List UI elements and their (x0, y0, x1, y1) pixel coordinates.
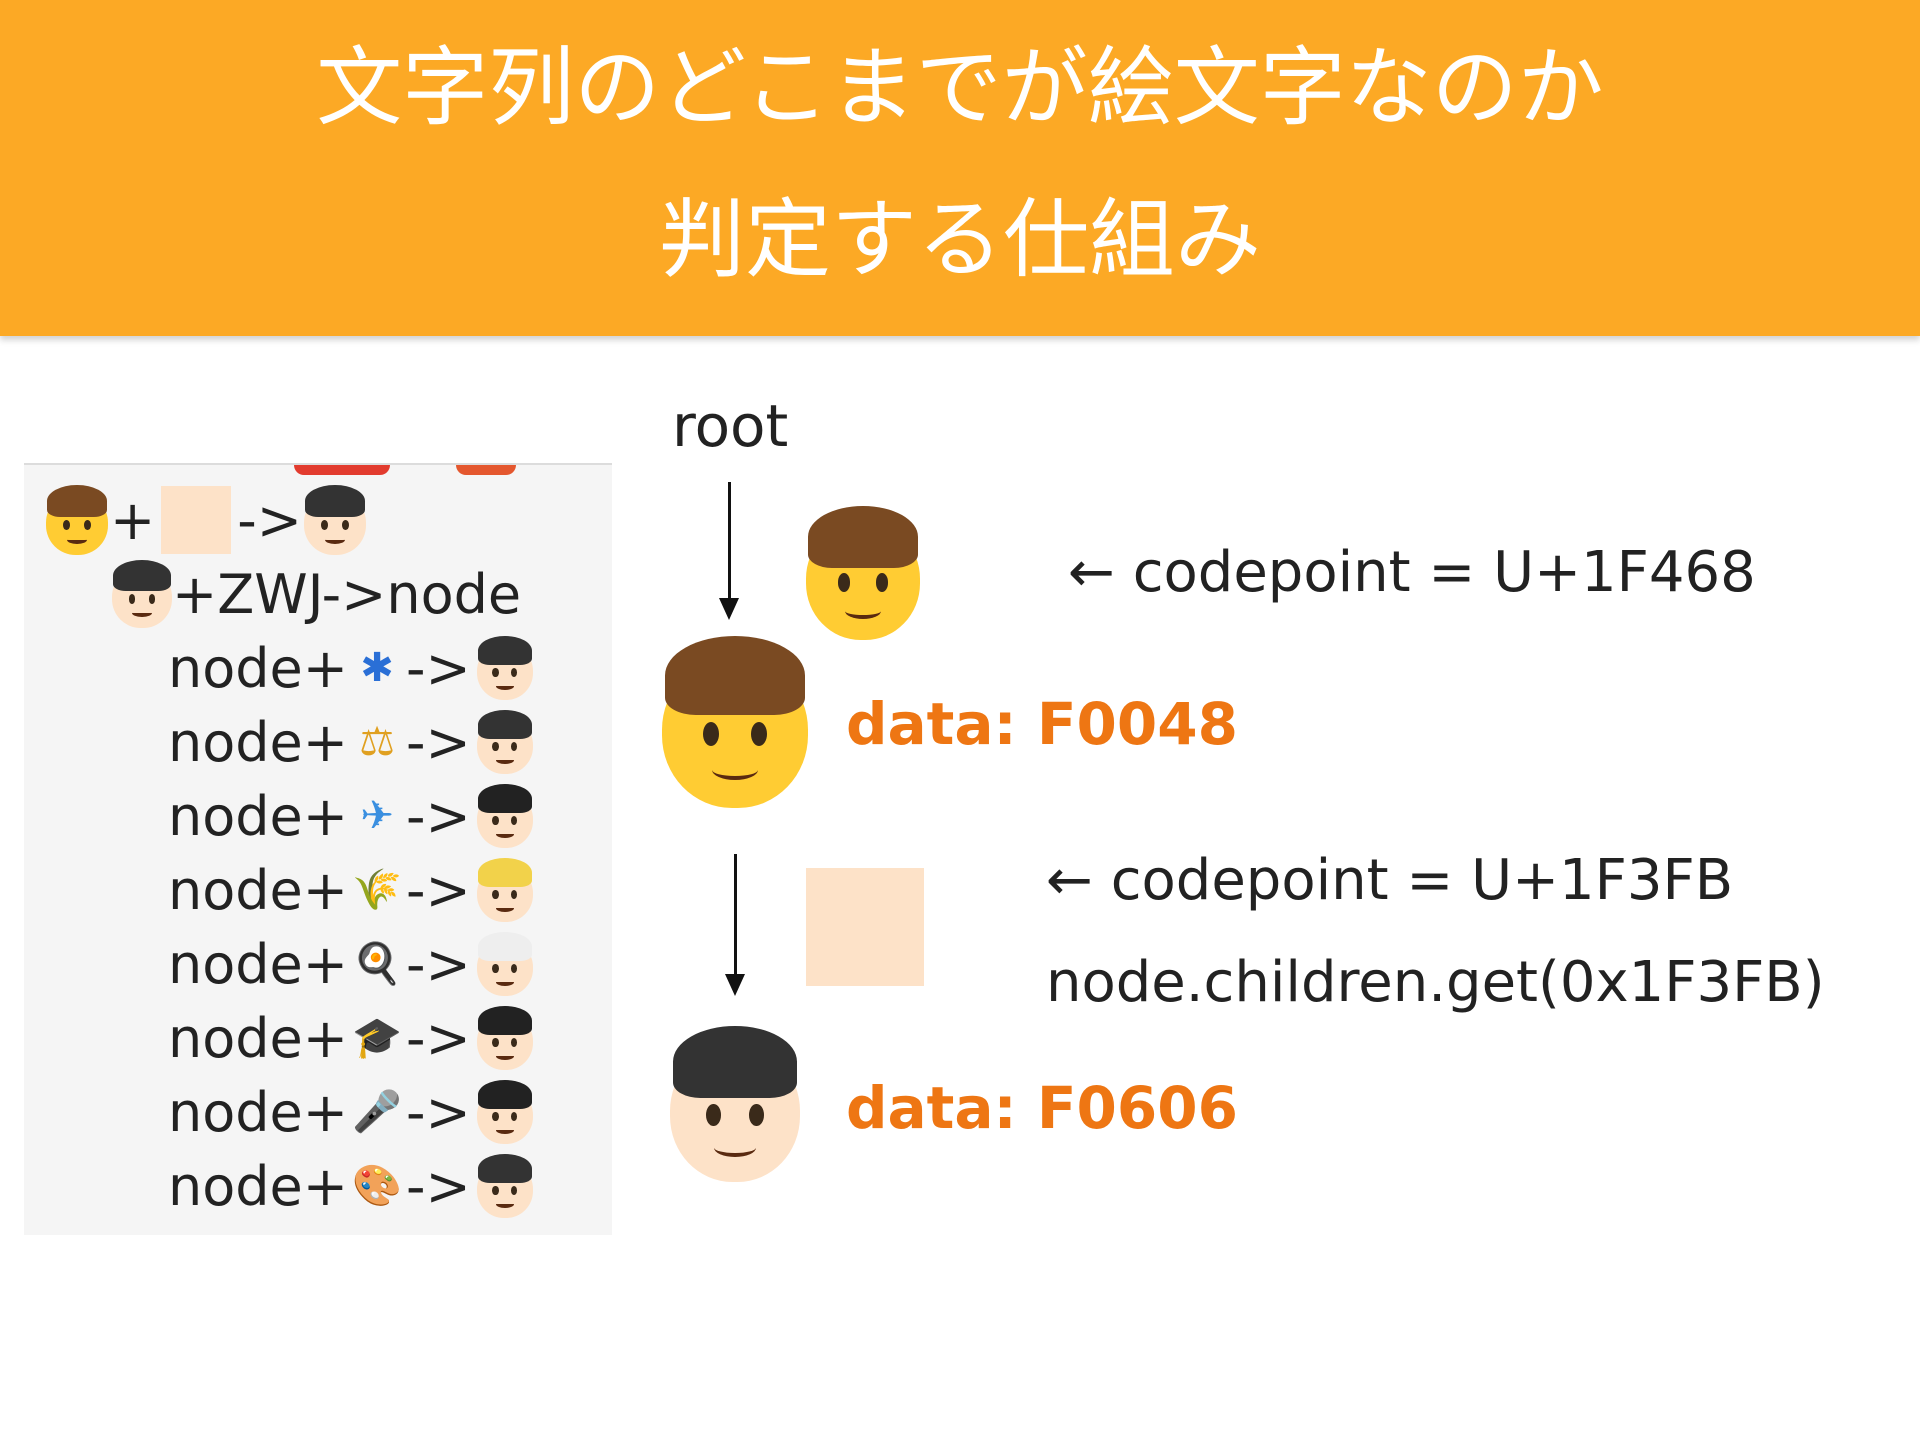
medical-icon: ✱ (360, 645, 394, 691)
data-2-text: data: F0606 (846, 1074, 1238, 1142)
graduation-cap-icon: 🎓 (352, 1015, 402, 1061)
title-line-2: 判定する仕組み (659, 190, 1261, 290)
node-prefix: node+ (168, 1080, 349, 1144)
zwj-node-text: +ZWJ->node (172, 562, 522, 626)
node-prefix: node+ (168, 710, 349, 774)
tree-row-1: + -> (46, 485, 366, 555)
man-light-skin-icon (303, 485, 366, 555)
tree-screenshot-panel: + -> +ZWJ->node node+ ✱ -> node+ ⚖ -> no… (24, 463, 612, 1235)
arrow-text: -> (406, 932, 471, 996)
arrow-text: -> (406, 858, 471, 922)
microphone-icon: 🎤 (352, 1089, 402, 1135)
arrow-text: -> (237, 488, 302, 552)
arrow-text: -> (406, 1154, 471, 1218)
root-label: root (672, 392, 789, 460)
arrow-head-1 (719, 598, 739, 620)
tree-row-2: +ZWJ->node (112, 559, 521, 629)
arrow-text: -> (406, 636, 471, 700)
node-prefix: node+ (168, 784, 349, 848)
man-judge-icon (476, 710, 533, 774)
node-prefix: node+ (168, 1006, 349, 1070)
man-pilot-icon (476, 784, 533, 848)
codepoint-1-text: ← codepoint = U+1F468 (1068, 540, 1756, 605)
tree-node-row: node+ ✱ -> (168, 633, 533, 703)
tree-node-row: node+ 🎓 -> (168, 1003, 533, 1073)
skin-tone-swatch-large (806, 868, 924, 986)
rice-icon: 🌾 (352, 867, 402, 913)
man-light-skin-node-icon (670, 1026, 800, 1182)
node-prefix: node+ (168, 932, 349, 996)
skin-tone-swatch (161, 486, 232, 554)
arrow-head-2 (725, 974, 745, 996)
man-student-icon (476, 1006, 533, 1070)
airplane-icon: ✈ (360, 793, 394, 839)
tree-node-row: node+ 🍳 -> (168, 929, 533, 999)
man-emoji-input-icon (806, 506, 920, 640)
arrow-text: -> (406, 1006, 471, 1070)
tree-node-row: node+ 🎨 -> (168, 1151, 533, 1221)
node-prefix: node+ (168, 1154, 349, 1218)
title-line-1: 文字列のどこまでが絵文字なのか (316, 38, 1604, 138)
cropped-car-icon (294, 465, 390, 475)
arrow-root-to-node (728, 482, 731, 600)
arrow-node-to-child (734, 854, 737, 976)
man-artist-icon (476, 1154, 533, 1218)
node-prefix: node+ (168, 858, 349, 922)
man-farmer-icon (476, 858, 533, 922)
palette-icon: 🎨 (352, 1163, 402, 1209)
arrow-text: -> (406, 1080, 471, 1144)
man-health-worker-icon (476, 636, 533, 700)
frying-pan-icon: 🍳 (352, 941, 402, 987)
man-light-skin-icon (112, 560, 172, 628)
tree-node-row: node+ 🎤 -> (168, 1077, 533, 1147)
plus-sign: + (110, 488, 156, 552)
scales-icon: ⚖ (359, 719, 395, 765)
title-banner: 文字列のどこまでが絵文字なのか 判定する仕組み (0, 0, 1920, 336)
arrow-text: -> (406, 710, 471, 774)
man-singer-icon (476, 1080, 533, 1144)
cropped-gift-icon (456, 465, 516, 475)
man-face-icon (46, 485, 108, 555)
codepoint-2-text: ← codepoint = U+1F3FB (1046, 848, 1734, 913)
tree-node-row: node+ 🌾 -> (168, 855, 533, 925)
node-children-get-text: node.children.get(0x1F3FB) (1046, 950, 1825, 1015)
tree-node-row: node+ ⚖ -> (168, 707, 533, 777)
data-1-text: data: F0048 (846, 690, 1238, 758)
node-prefix: node+ (168, 636, 349, 700)
man-emoji-node-icon (662, 636, 808, 808)
arrow-text: -> (406, 784, 471, 848)
tree-node-row: node+ ✈ -> (168, 781, 533, 851)
man-cook-icon (476, 932, 533, 996)
